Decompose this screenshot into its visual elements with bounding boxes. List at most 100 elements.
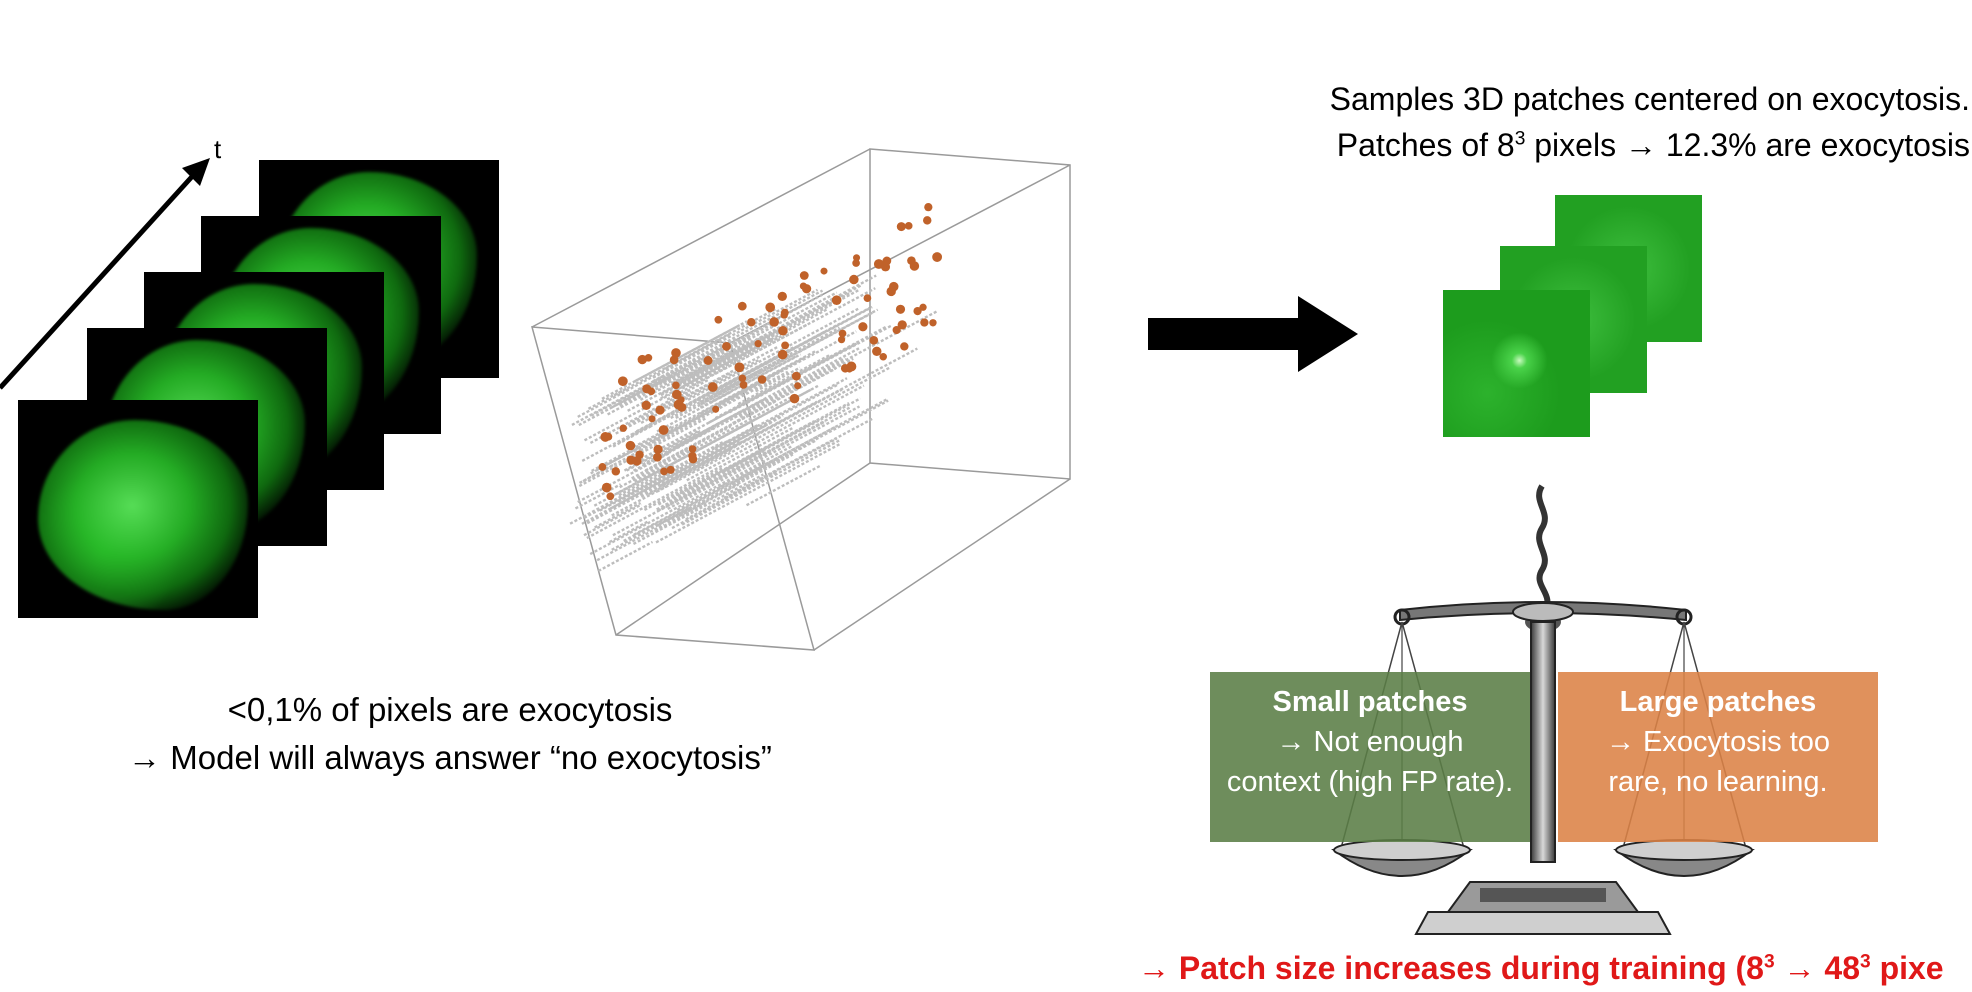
track-line bbox=[648, 448, 733, 496]
track-line bbox=[607, 388, 655, 416]
exocytosis-event-dot bbox=[714, 315, 723, 324]
exocytosis-event-dot bbox=[777, 349, 788, 360]
track-line bbox=[714, 423, 759, 450]
exocytosis-event-dot bbox=[923, 216, 932, 225]
track-line bbox=[731, 399, 889, 486]
exocytosis-event-dot bbox=[617, 376, 628, 387]
track-line bbox=[681, 336, 778, 390]
track-line bbox=[670, 274, 877, 387]
track-line bbox=[652, 289, 824, 383]
exocytosis-event-dot bbox=[889, 281, 899, 292]
track-line bbox=[619, 447, 692, 489]
track-line bbox=[675, 311, 874, 420]
track-line bbox=[671, 337, 774, 394]
track-line bbox=[657, 420, 825, 512]
exocytosis-event-dot bbox=[882, 256, 892, 266]
track-line bbox=[715, 351, 793, 395]
track-line bbox=[720, 369, 783, 404]
track-line bbox=[577, 343, 715, 418]
exocytosis-event-dot bbox=[765, 302, 776, 313]
right-caption-line1: Samples 3D patches centered on exocytosi… bbox=[1329, 81, 1970, 117]
track-line bbox=[642, 384, 819, 481]
track-line bbox=[723, 417, 874, 500]
track-line bbox=[578, 375, 671, 427]
track-line bbox=[745, 464, 821, 507]
track-line bbox=[596, 523, 665, 562]
exocytosis-event-dot bbox=[849, 274, 859, 285]
exocytosis-event-dot bbox=[777, 291, 787, 302]
track-line bbox=[608, 519, 650, 544]
exocytosis-event-dot bbox=[754, 340, 762, 348]
exocytosis-event-dot bbox=[688, 455, 698, 464]
large-patches-line2: rare, no learning. bbox=[1608, 766, 1828, 798]
exocytosis-event-dot bbox=[688, 445, 697, 453]
exocytosis-event-dot bbox=[920, 318, 929, 327]
exocytosis-event-dot bbox=[892, 325, 901, 335]
track-line bbox=[632, 473, 764, 546]
track-line bbox=[660, 307, 829, 400]
small-patches-box: Small patches → Not enough context (high… bbox=[1210, 672, 1530, 842]
track-line bbox=[668, 449, 765, 503]
exocytosis-event-dot bbox=[895, 304, 906, 314]
exocytosis-event-dot bbox=[872, 346, 882, 356]
track-line bbox=[623, 457, 778, 542]
exocytosis-event-dot bbox=[924, 203, 933, 212]
bottom-note: → Patch size increases during training (… bbox=[1138, 950, 1944, 986]
track-line bbox=[647, 377, 771, 446]
track-line bbox=[666, 322, 809, 401]
exocytosis-event-dot bbox=[791, 371, 801, 381]
track-line bbox=[631, 330, 826, 436]
exocytosis-event-dot bbox=[789, 393, 800, 404]
exocytosis-event-dot bbox=[769, 317, 779, 327]
exocytosis-event-dot bbox=[712, 405, 720, 413]
left-caption-line2: → Model will always answer “no exocytosi… bbox=[128, 739, 772, 776]
small-patches-line2: context (high FP rate). bbox=[1226, 766, 1514, 798]
track-line bbox=[657, 420, 815, 506]
exocytosis-event-dot bbox=[737, 301, 747, 311]
track-line bbox=[594, 501, 642, 529]
track-line bbox=[640, 337, 738, 392]
track-line bbox=[731, 445, 803, 486]
exocytosis-event-dot bbox=[896, 222, 906, 232]
exocytosis-event-dot bbox=[653, 444, 663, 454]
track-line bbox=[671, 418, 820, 499]
large-patches-box: Large patches → Exocytosis too rare, no … bbox=[1558, 672, 1878, 842]
exocytosis-event-dot bbox=[869, 335, 879, 345]
exocytosis-event-dot bbox=[739, 381, 748, 389]
track-line bbox=[642, 397, 767, 466]
exocytosis-event-dot bbox=[648, 415, 656, 423]
exocytosis-event-dot bbox=[919, 303, 927, 311]
track-line bbox=[711, 353, 802, 403]
exocytosis-event-dot bbox=[606, 492, 615, 501]
track-line bbox=[578, 463, 616, 485]
exocytosis-event-dot bbox=[660, 467, 668, 476]
small-patches-line1: → Not enough bbox=[1276, 726, 1464, 758]
exocytosis-event-dot bbox=[600, 432, 611, 442]
track-line bbox=[574, 483, 622, 510]
track-line bbox=[632, 323, 772, 400]
track-line bbox=[582, 370, 789, 483]
exocytosis-event-dot bbox=[873, 259, 884, 269]
track-line bbox=[670, 383, 839, 475]
exocytosis-event-dot bbox=[837, 336, 846, 344]
track-line bbox=[631, 399, 778, 480]
exocytosis-event-dot bbox=[900, 342, 909, 351]
cell-image bbox=[38, 420, 248, 610]
exocytosis-event-dot bbox=[904, 221, 913, 230]
time-axis-label: t bbox=[214, 134, 222, 164]
exocytosis-event-dot bbox=[677, 396, 685, 404]
track-line bbox=[633, 426, 836, 536]
exocytosis-event-dot bbox=[611, 467, 621, 476]
small-patches-title: Small patches bbox=[1272, 686, 1468, 718]
large-patches-title: Large patches bbox=[1619, 686, 1817, 718]
exocytosis-event-dot bbox=[778, 326, 788, 336]
track-line bbox=[597, 540, 654, 572]
left-caption-line1: <0,1% of pixels are exocytosis bbox=[227, 691, 673, 728]
track-line bbox=[590, 445, 642, 475]
track-line bbox=[617, 408, 681, 445]
track-line bbox=[721, 377, 848, 447]
exocytosis-event-dot bbox=[929, 319, 937, 327]
exocytosis-event-dot bbox=[707, 382, 718, 392]
track-line bbox=[583, 393, 671, 442]
track-line bbox=[591, 368, 782, 472]
